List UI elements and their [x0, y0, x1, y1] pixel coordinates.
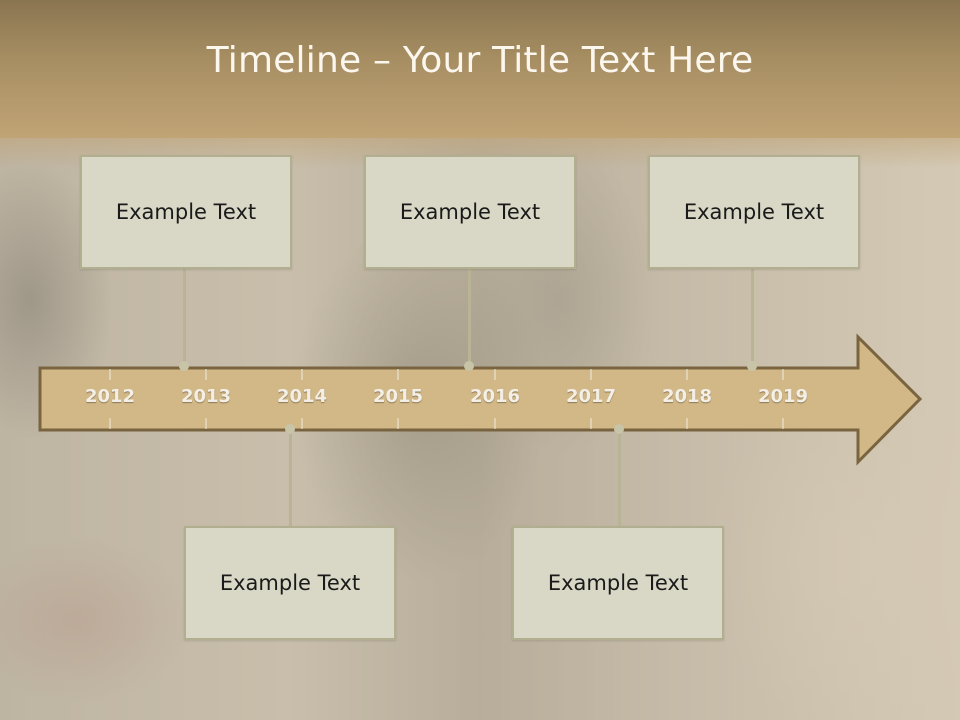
event-box-bottom-2[interactable]: Example Text	[512, 526, 724, 640]
year-label-2014: 2014	[276, 386, 328, 407]
connector-dot-top-3	[747, 361, 757, 371]
year-label-2018: 2018	[661, 386, 713, 407]
event-box-top-3[interactable]: Example Text	[648, 155, 860, 269]
connector-dot-bottom-2	[614, 424, 624, 434]
connector-top-2	[468, 268, 471, 366]
connector-top-1	[183, 268, 186, 366]
year-label-2017: 2017	[565, 386, 617, 407]
connector-dot-bottom-1	[285, 424, 295, 434]
event-box-text: Example Text	[547, 571, 689, 595]
year-label-2016: 2016	[469, 386, 521, 407]
connector-top-3	[751, 268, 754, 366]
year-label-2013: 2013	[180, 386, 232, 407]
event-box-top-1[interactable]: Example Text	[80, 155, 292, 269]
event-box-top-2[interactable]: Example Text	[364, 155, 576, 269]
timeline-arrow-shape	[38, 333, 923, 466]
connector-bottom-2	[618, 429, 621, 528]
year-label-2015: 2015	[372, 386, 424, 407]
connector-dot-top-2	[464, 361, 474, 371]
event-box-text: Example Text	[399, 200, 541, 224]
event-box-text: Example Text	[683, 200, 825, 224]
event-box-text: Example Text	[219, 571, 361, 595]
connector-dot-top-1	[179, 361, 189, 371]
title-band	[0, 0, 960, 138]
event-box-text: Example Text	[115, 200, 257, 224]
year-label-2019: 2019	[757, 386, 809, 407]
connector-bottom-1	[289, 429, 292, 528]
event-box-bottom-1[interactable]: Example Text	[184, 526, 396, 640]
slide-title: Timeline – Your Title Text Here	[206, 40, 754, 81]
year-label-2012: 2012	[84, 386, 136, 407]
